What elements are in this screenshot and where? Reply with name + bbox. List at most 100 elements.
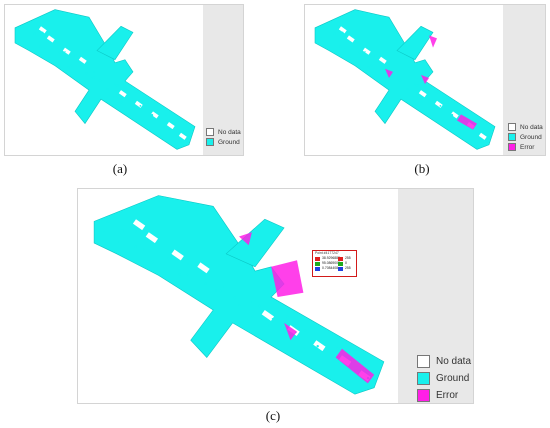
map-speck <box>27 43 29 45</box>
map-gap <box>178 132 187 140</box>
map-speck <box>121 229 124 232</box>
map-speck <box>58 51 61 54</box>
map-speck <box>78 61 81 64</box>
ground-icon <box>508 133 516 141</box>
map-speck <box>331 358 333 360</box>
map-speck <box>373 55 375 57</box>
map-speck <box>316 345 319 348</box>
map-speck <box>435 91 439 94</box>
map-speck <box>145 101 149 104</box>
map-gap <box>150 111 159 119</box>
map-speck <box>339 45 342 49</box>
map-speck <box>164 126 168 130</box>
map-gap <box>478 132 487 140</box>
legend-item-ground: Ground <box>508 132 543 142</box>
map-gap <box>197 262 210 274</box>
legend-b: No data Ground Error <box>508 122 543 152</box>
map-speck <box>406 88 409 90</box>
map-speck <box>179 130 181 132</box>
map-gap <box>132 219 146 231</box>
panel-c-sidebar <box>398 189 473 403</box>
map-region <box>284 322 297 341</box>
map-speck <box>126 96 128 98</box>
map-gap <box>362 47 371 55</box>
map-speck <box>411 96 414 98</box>
map-speck <box>187 263 189 265</box>
map-speck <box>131 108 133 110</box>
map-speck <box>186 273 189 276</box>
ground-icon <box>417 372 430 385</box>
legend-item-nodata: No data <box>417 353 471 370</box>
map-speck <box>450 113 454 117</box>
red-channel-icon <box>338 256 343 261</box>
map-speck <box>222 286 224 288</box>
map-speck <box>445 101 449 104</box>
map-region <box>385 68 393 78</box>
green-channel-icon <box>338 261 343 266</box>
map-speck <box>336 347 339 350</box>
map-speck <box>163 126 165 128</box>
map-region <box>429 35 437 48</box>
map-speck <box>143 248 145 251</box>
map-speck <box>367 66 370 69</box>
map-speck <box>378 61 381 64</box>
legend-item-nodata: No data <box>206 127 241 137</box>
map-speck <box>338 361 341 364</box>
caption-c: (c) <box>265 408 281 423</box>
map-speck <box>439 105 442 107</box>
map-speck <box>327 43 329 45</box>
map-speck <box>204 282 207 285</box>
map-speck <box>157 108 160 111</box>
point-info-popup: Point #4177247 38.9296888 255 95.0869008… <box>312 250 357 277</box>
map-gap <box>46 35 55 43</box>
ground-icon <box>206 138 214 146</box>
map-speck <box>370 64 373 67</box>
map-speck <box>303 329 307 332</box>
map-speck <box>392 76 395 79</box>
map-speck <box>165 113 168 116</box>
map-gap <box>145 232 159 244</box>
map-gap <box>118 90 127 98</box>
blue-channel-icon <box>315 266 320 271</box>
caption-a: (a) <box>112 161 128 176</box>
map-speck <box>200 273 202 275</box>
point-cloud-c <box>78 189 400 403</box>
map-speck <box>70 64 73 67</box>
map-speck <box>258 304 261 308</box>
map-speck <box>215 289 218 292</box>
map-speck <box>67 66 70 69</box>
panel-c: Point #4177247 38.9296888 255 95.0869008… <box>77 188 474 404</box>
map-region <box>96 25 134 61</box>
map-speck <box>39 45 42 49</box>
map-gap <box>78 56 87 64</box>
map-speck <box>358 51 361 54</box>
map-gap <box>171 249 184 261</box>
map-speck <box>431 108 433 110</box>
legend-label: Ground <box>436 373 470 384</box>
map-speck <box>120 101 123 104</box>
map-speck <box>320 36 322 38</box>
map-gap <box>38 26 47 34</box>
map-speck <box>20 36 22 38</box>
map-region <box>396 25 434 61</box>
map-speck <box>117 241 119 243</box>
map-speck <box>106 88 109 90</box>
map-speck <box>420 101 423 104</box>
map-speck <box>139 105 142 107</box>
map-speck <box>171 122 174 124</box>
map-speck <box>333 32 337 36</box>
map-speck <box>271 318 273 320</box>
map-speck <box>41 31 44 34</box>
map-speck <box>114 83 116 85</box>
map-speck <box>354 40 356 42</box>
red-channel-icon <box>315 256 320 261</box>
map-speck <box>170 255 172 257</box>
map-speck <box>415 84 419 87</box>
map-speck <box>251 315 254 318</box>
map-speck <box>348 57 351 60</box>
map-speck <box>485 138 488 142</box>
map-speck <box>64 51 66 53</box>
map-speck <box>364 51 366 53</box>
point-cloud-a <box>5 5 205 155</box>
map-speck <box>150 113 154 117</box>
